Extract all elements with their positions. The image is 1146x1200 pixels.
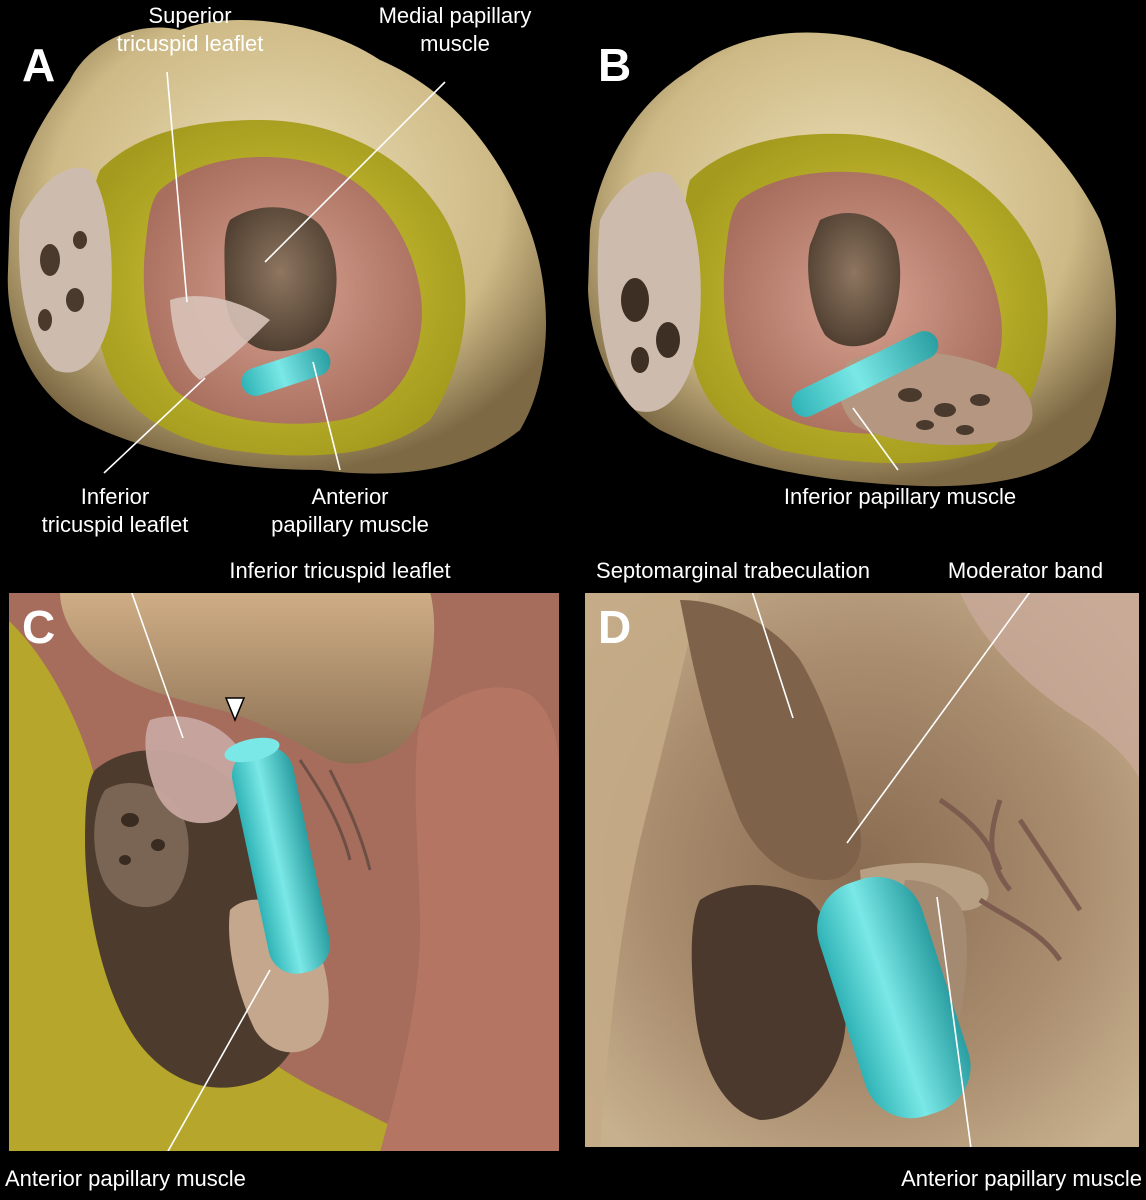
- panel-d-cavity: [691, 885, 847, 1120]
- panel-d-left-wall: [584, 592, 700, 1148]
- label-inferior-line-2: tricuspid leaflet: [41, 512, 189, 537]
- label-anterior-papillary-muscle-d: Anterior papillary muscle: [901, 1166, 1142, 1191]
- panel-c-right-wall: [380, 687, 560, 1152]
- label-anterior-a-line-2: papillary muscle: [271, 512, 429, 537]
- panel-d-septomarginal-trabeculation: [680, 600, 861, 880]
- panel-c-trabeculae: [119, 813, 165, 865]
- panel-c-catheter-tip: [224, 737, 280, 763]
- panel-a-catheter: [241, 348, 331, 396]
- panel-b-trabeculae: [898, 388, 990, 435]
- label-superior-line-2: tricuspid leaflet: [116, 31, 264, 56]
- panel-a-leader-lines: [103, 71, 446, 474]
- panel-b-cavity: [808, 212, 901, 347]
- panel-b-leader-lines: [852, 407, 899, 471]
- label-superior-line-1: Superior: [148, 3, 232, 28]
- panel-c-catheter: [231, 746, 331, 974]
- panel-d-leader-lines: [751, 592, 1031, 1148]
- panel-d-right-wall: [960, 592, 1140, 780]
- label-inferior-tricuspid-leaflet: Inferior tricuspid leaflet: [20, 483, 210, 539]
- panel-c-leaflet: [145, 716, 244, 824]
- panel-c-leader-lines: [130, 592, 271, 1152]
- label-septomarginal-trabeculation: Septomarginal trabeculation: [596, 558, 870, 583]
- label-inferior-papillary-muscle: Inferior papillary muscle: [783, 484, 1017, 509]
- panel-b-catheter: [791, 331, 939, 417]
- panel-c-arrowhead-marker: [224, 697, 246, 722]
- label-medial-papillary-muscle: Medial papillary muscle: [350, 2, 560, 58]
- panel-b-left-chamber: [597, 172, 701, 412]
- label-anterior-a-line-1: Anterior: [311, 484, 389, 509]
- panel-d-letter: D: [598, 601, 632, 653]
- panel-b-letter: B: [598, 39, 632, 91]
- label-superior-tricuspid-leaflet: Superior tricuspid leaflet: [100, 2, 280, 58]
- panel-d-border: [583, 591, 1141, 1149]
- panel-a-trabeculae: [38, 231, 87, 331]
- panel-a-image: [7, 20, 547, 474]
- label-anterior-papillary-muscle-a: Anterior papillary muscle: [250, 483, 450, 539]
- panel-d-trabecular-network: [938, 797, 1083, 962]
- label-inferior-line-1: Inferior: [80, 484, 150, 509]
- panel-c-image: [8, 592, 560, 1152]
- panel-b-image: [588, 32, 1117, 487]
- panel-c-border: [7, 591, 561, 1153]
- label-anterior-papillary-muscle-c: Anterior papillary muscle: [5, 1166, 246, 1191]
- panel-a-letter: A: [22, 39, 56, 91]
- panel-d-image: [584, 592, 1140, 1148]
- panel-a-leaflet: [170, 296, 270, 380]
- panel-d-catheter: [817, 876, 971, 1119]
- label-inferior-tricuspid-leaflet-c: Inferior tricuspid leaflet: [229, 558, 451, 583]
- panel-c-upper-tissue: [60, 592, 435, 764]
- label-medial-line-2: muscle: [420, 31, 490, 56]
- label-medial-line-1: Medial papillary: [378, 3, 532, 28]
- label-moderator-band: Moderator band: [947, 558, 1104, 583]
- panel-c-fat-band: [8, 620, 440, 1152]
- panel-c-letter: C: [22, 601, 56, 653]
- panel-c-trabecular-pocket: [94, 782, 189, 908]
- panel-b-chamber-holes: [621, 278, 680, 373]
